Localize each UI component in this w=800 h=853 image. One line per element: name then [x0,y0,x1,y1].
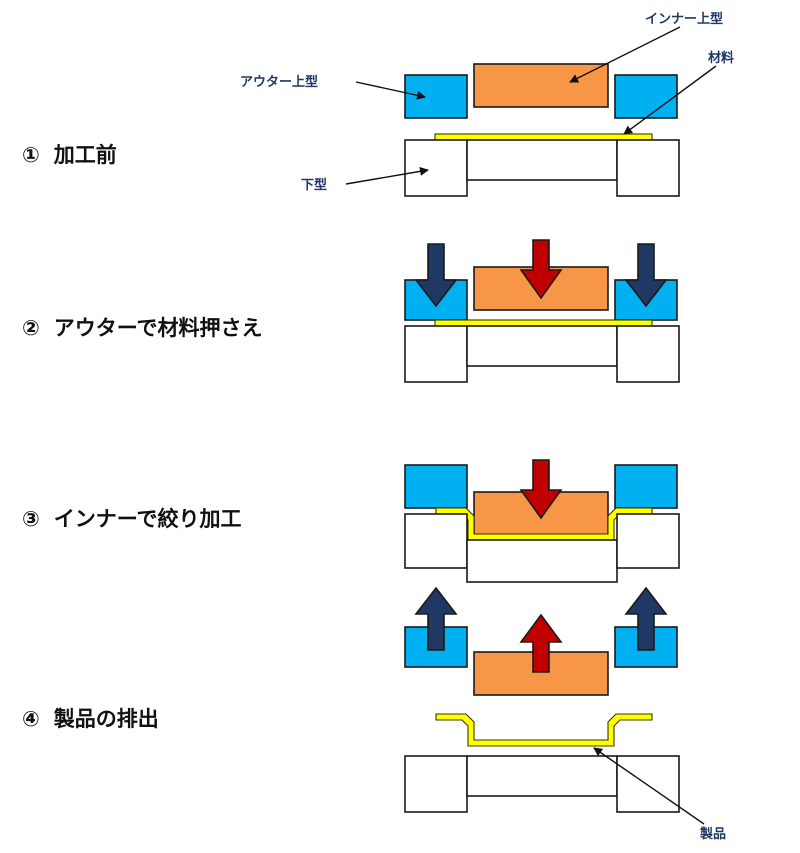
lower-die-left [404,513,468,569]
lower-die-left [404,139,468,197]
lower-die-right [616,513,680,569]
arrow-down-outer-left [414,243,458,308]
material-sheet [434,319,653,327]
lower-die-center [466,755,618,797]
arrow-up-inner [519,613,563,673]
inner-upper-die [473,651,609,696]
callout-inner-upper-leader [569,26,681,83]
lower-die-center [466,139,618,181]
callout-inner-upper-label: インナー上型 [645,11,723,27]
lower-die-right [616,755,680,813]
callout-lower-die-leader [345,166,429,185]
outer-upper-die-left [404,464,468,509]
arrow-up-outer-left [414,586,458,651]
callout-product-label: 製品 [699,826,726,842]
lower-die-right [616,139,680,197]
outer-upper-die-right [614,464,678,509]
material-sheet [434,133,653,141]
inner-upper-die [473,63,609,108]
callout-lower-die-label: 下型 [301,177,327,193]
callout-material-label: 材料 [708,50,734,66]
outer-upper-die-left [404,74,468,119]
lower-die-left [404,755,468,813]
arrow-down-outer-right [624,243,668,308]
lower-die-right [616,325,680,383]
callout-product-leader [593,747,705,825]
lower-die-center [466,539,618,583]
callout-outer-upper-label: アウター上型 [240,74,318,90]
arrow-up-outer-right [624,586,668,651]
lower-die-center [466,325,618,367]
lower-die-left [404,325,468,383]
product-part [435,713,653,747]
callout-outer-upper-leader [355,81,426,100]
callout-material-leader [623,65,717,135]
arrow-down-inner [519,239,563,300]
outer-upper-die-right [614,74,678,119]
arrow-down-inner [519,459,563,520]
